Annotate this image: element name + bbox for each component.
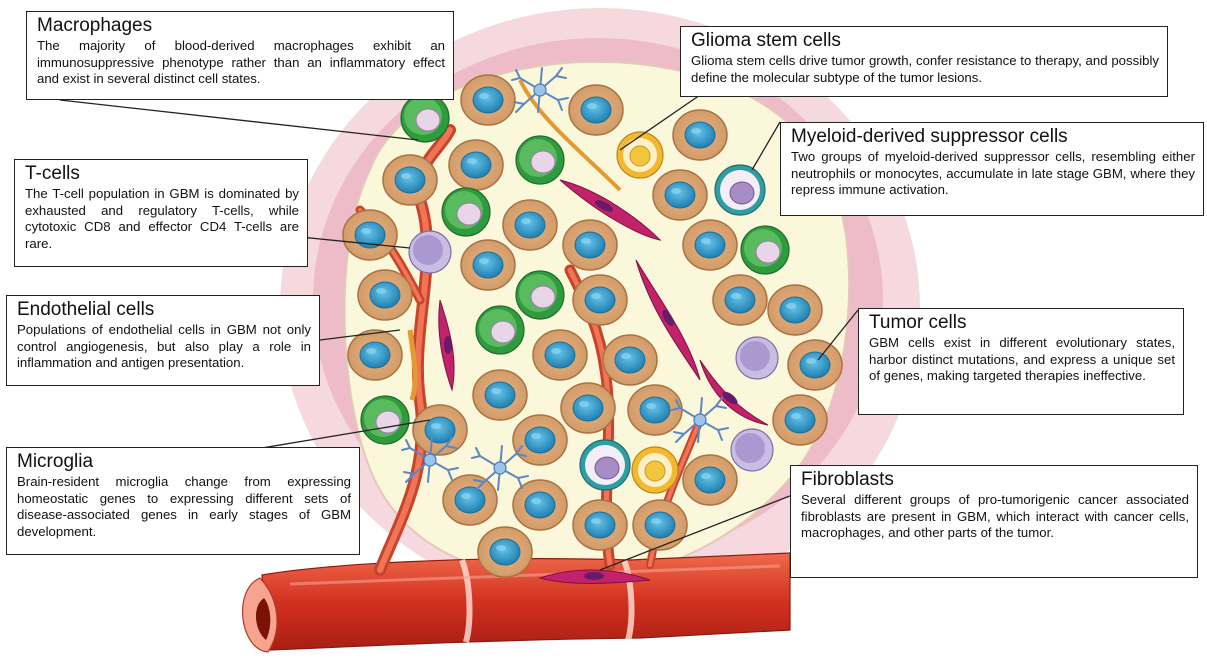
tcells-title: T-cells (25, 163, 299, 184)
microglia-title: Microglia (17, 451, 351, 472)
macrophages-text: The majority of blood-derived macrophage… (37, 38, 445, 88)
tumor-box: Tumor cells GBM cells exist in different… (858, 308, 1184, 415)
fibroblasts-title: Fibroblasts (801, 469, 1189, 490)
microglia-box: Microglia Brain-resident microglia chang… (6, 447, 360, 555)
tumor-title: Tumor cells (869, 312, 1175, 333)
mdsc-box: Myeloid-derived suppressor cells Two gro… (780, 122, 1204, 216)
tumor-text: GBM cells exist in different evolutionar… (869, 335, 1175, 385)
glioma-stem-box: Glioma stem cells Glioma stem cells driv… (680, 26, 1168, 97)
macrophages-title: Macrophages (37, 15, 445, 36)
mdsc-title: Myeloid-derived suppressor cells (791, 126, 1195, 147)
endothelial-text: Populations of endothelial cells in GBM … (17, 322, 311, 372)
fibroblasts-box: Fibroblasts Several different groups of … (790, 465, 1198, 578)
glioma-stem-title: Glioma stem cells (691, 30, 1159, 51)
endothelial-box: Endothelial cells Populations of endothe… (6, 295, 320, 386)
tcells-text: The T-cell population in GBM is dominate… (25, 186, 299, 252)
microglia-text: Brain-resident microglia change from exp… (17, 474, 351, 540)
glioma-stem-text: Glioma stem cells drive tumor growth, co… (691, 53, 1159, 86)
macrophages-box: Macrophages The majority of blood-derive… (26, 11, 454, 100)
tcells-box: T-cells The T-cell population in GBM is … (14, 159, 308, 267)
mdsc-text: Two groups of myeloid-derived suppressor… (791, 149, 1195, 199)
fibroblasts-text: Several different groups of pro-tumorige… (801, 492, 1189, 542)
endothelial-title: Endothelial cells (17, 299, 311, 320)
